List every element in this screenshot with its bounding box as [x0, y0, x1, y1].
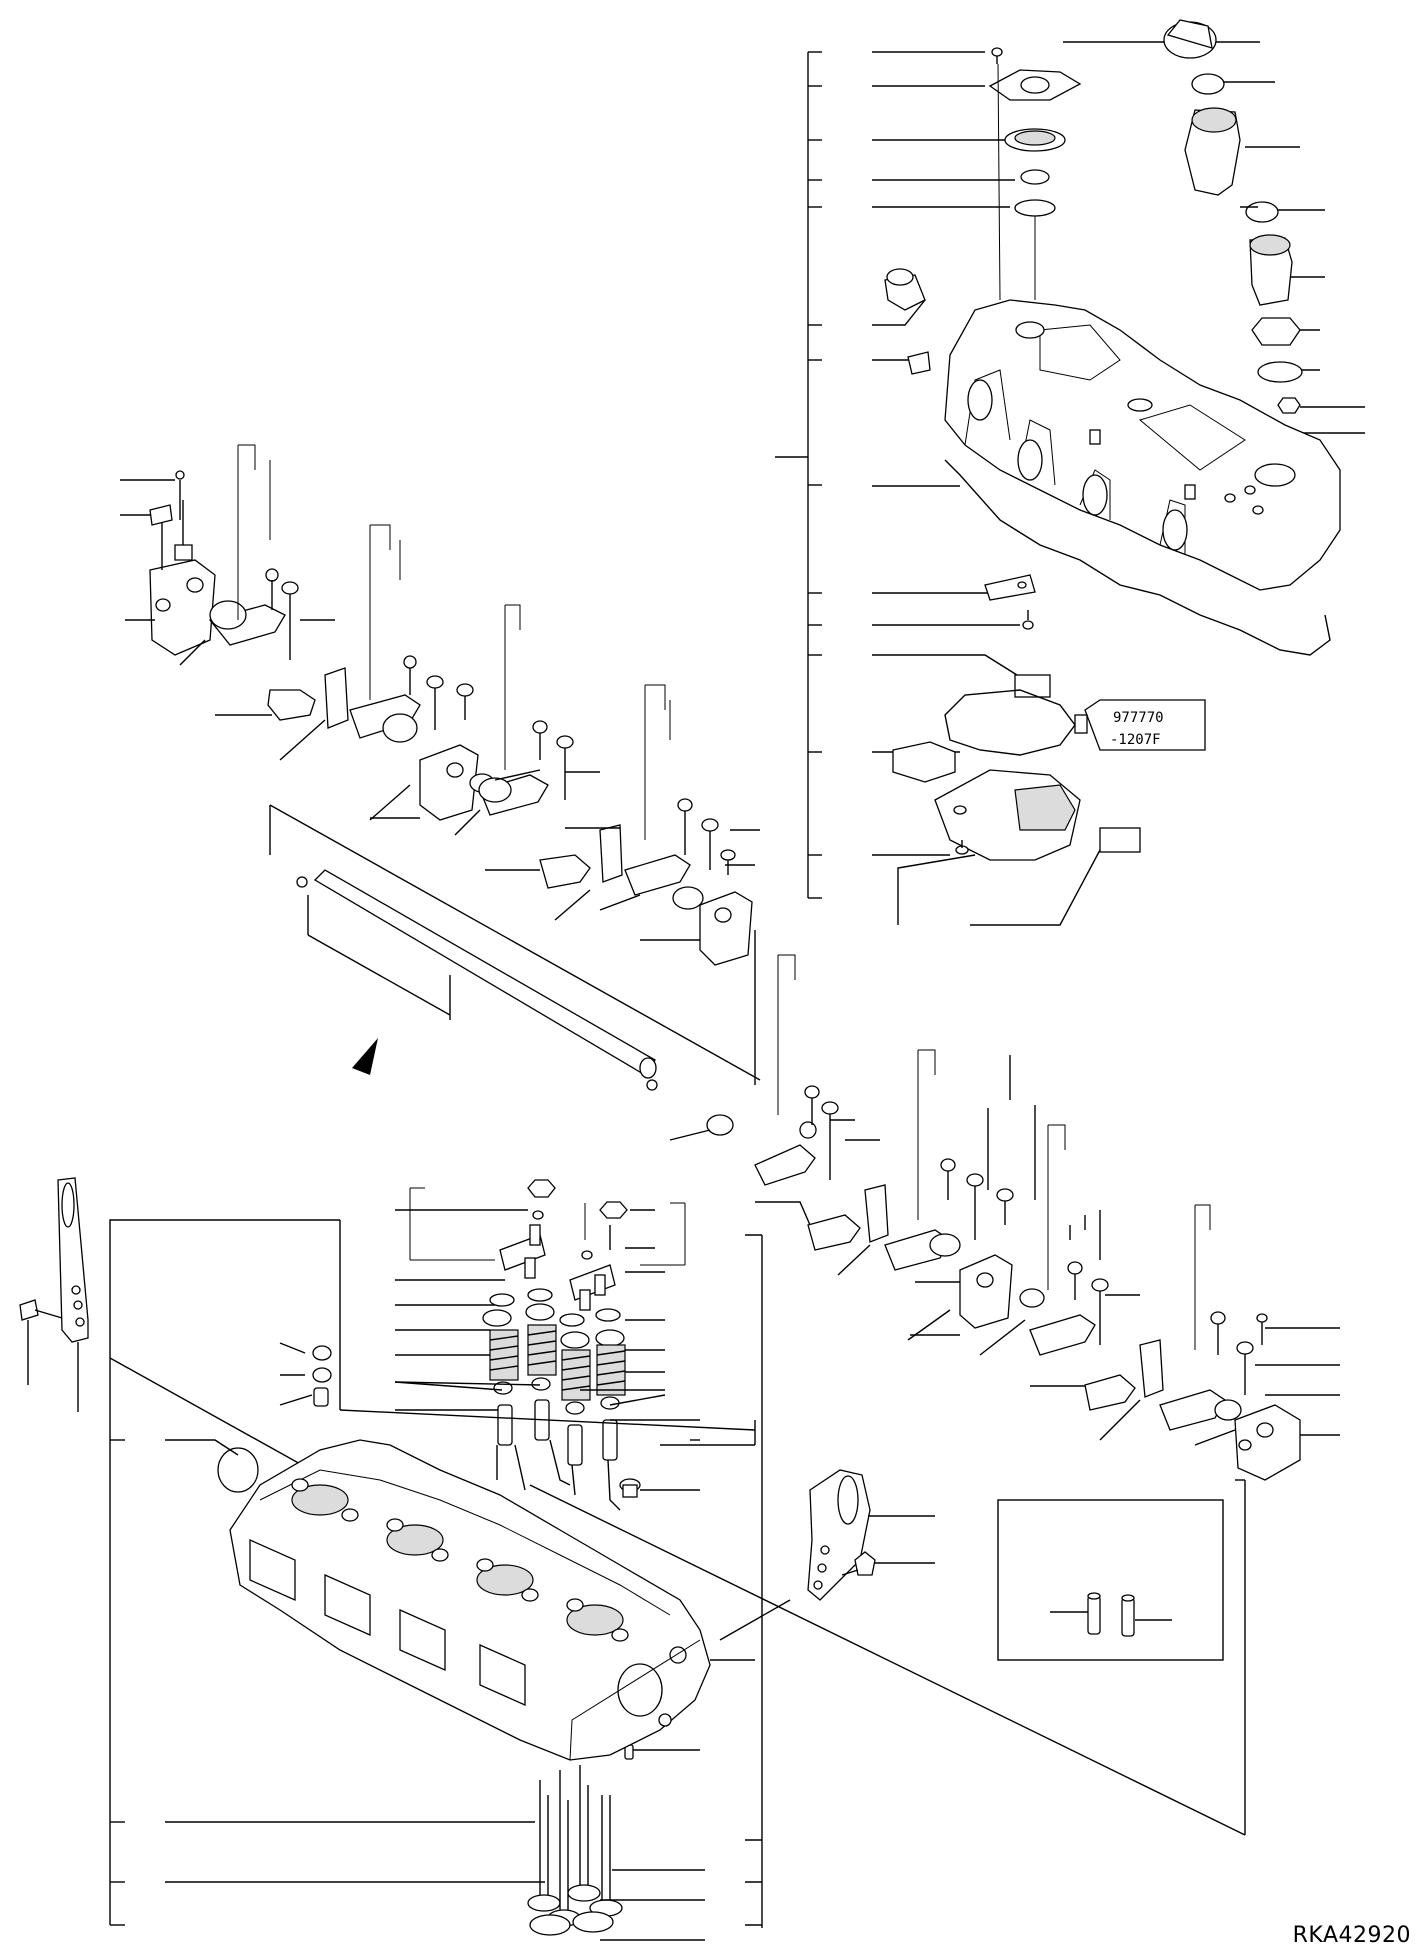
spring-plate-1: [324, 667, 349, 729]
breather-plate: [988, 69, 1082, 101]
stem-seals: [493, 1377, 620, 1415]
rocker-arm-5: [754, 1085, 839, 1186]
small-seal-block: [1099, 827, 1141, 853]
valve-bridge-a: [499, 1224, 546, 1279]
rocker-link-5: [807, 1214, 861, 1251]
stud-6: [940, 1158, 1014, 1240]
sealant-tube-text-line2: -1207F: [1110, 732, 1161, 748]
plate-screw: [955, 840, 969, 855]
rocker-arm-8: [1159, 1389, 1242, 1431]
spring-plate-3: [599, 824, 623, 883]
valve-guides: [497, 1399, 618, 1466]
lifting-eye-right: [807, 1469, 935, 1601]
valve-cap-nut-a: [527, 1179, 556, 1220]
washer-6: [1019, 1288, 1045, 1308]
assembly-guide-line: [529, 1484, 1246, 1836]
cover-bolt: [1022, 610, 1034, 630]
head-cover-body: [944, 299, 1341, 591]
spring-retainers: [482, 1288, 625, 1349]
adjust-screw-1: [265, 568, 279, 610]
breather-ring: [1014, 199, 1056, 217]
lifting-eye-bolt-left: [19, 1299, 63, 1321]
head-cover-group: 977770 -1207F: [775, 19, 1365, 926]
lifting-eye-left: [57, 1177, 89, 1343]
rocker-support-left: [149, 500, 216, 656]
dowel-pin: [624, 1744, 700, 1760]
cover-leader-ticks: [775, 51, 822, 899]
rocker-shaft: [296, 869, 658, 1091]
sealant-tube: 977770 -1207F: [1074, 699, 1206, 751]
rocker-arm-4: [624, 854, 704, 910]
sealant-tube-text-line1: 977770: [1113, 710, 1164, 726]
rocker-arm-1: [208, 600, 286, 646]
stud-7: [1067, 1261, 1109, 1345]
rocker-link-7: [1084, 1374, 1136, 1411]
stud-3: [532, 720, 574, 800]
head-group-frame: [109, 1219, 340, 1925]
rocker-link-3: [539, 854, 591, 889]
cylinder-head-block: [229, 1439, 711, 1761]
valve-springs: [489, 1324, 626, 1401]
filler-o-ring-1: [1191, 73, 1225, 95]
rocker-assembly: [120, 444, 1211, 1350]
rocker-stud-1: [281, 581, 299, 660]
head-cover-gasket: [944, 459, 1331, 656]
inset-box: [997, 1499, 1224, 1661]
cover-bracket: [984, 574, 1036, 601]
valve-bridge-b: [569, 1264, 616, 1311]
cover-screw: [991, 47, 1003, 64]
rocker-arm-2: [349, 694, 421, 743]
cover-leaders: [872, 41, 1365, 926]
valve-leaders-bottom: [110, 1765, 762, 1941]
stud-4: [677, 798, 736, 875]
rocker-assembly-right: [754, 1055, 1340, 1835]
seal-block: [892, 741, 956, 783]
spring-plate-5: [864, 1184, 889, 1243]
breather-cover-plate: [934, 769, 1081, 861]
right-leaders: [755, 1055, 1340, 1446]
valve-3: [567, 1785, 601, 1902]
filler-o-ring-2: [1245, 201, 1279, 223]
washer-4: [706, 1114, 734, 1136]
stud-8: [1210, 1311, 1268, 1395]
filler-adapter: [1249, 234, 1293, 306]
filler-nut: [1251, 317, 1301, 346]
rocker-bolt-left: [149, 504, 173, 570]
rocker-arm-6: [884, 1229, 961, 1271]
cover-plug-2: [907, 351, 931, 375]
rocker-link-1: [267, 689, 316, 721]
direction-arrow: [352, 1038, 378, 1075]
valve-leaders: [279, 1209, 756, 1511]
core-plug: [165, 1439, 259, 1493]
rocker-arm-3: [478, 774, 549, 816]
rocker-support-4: [699, 891, 753, 966]
rocker-arm-7: [1029, 1314, 1096, 1356]
valve-1: [527, 1795, 561, 1912]
cover-plug-1: [884, 268, 926, 311]
rocker-leaders: [120, 479, 760, 1141]
gasket-loop: [944, 689, 1076, 756]
rocker-support-2: [419, 744, 479, 821]
plug-small: [619, 1478, 700, 1498]
valves: [527, 1785, 623, 1936]
rocker-support-right: [1234, 1404, 1301, 1481]
oil-filler-cap: [1163, 19, 1217, 59]
breather-spring: [1020, 169, 1050, 185]
small-sleeve: [313, 1387, 329, 1407]
small-o-ring-2: [312, 1367, 332, 1383]
breather-diaphragm: [1004, 128, 1066, 152]
diagram-code: RKA42920: [1292, 1923, 1411, 1948]
lifting-eye-bolt-right: [841, 1551, 935, 1576]
filler-neck: [1184, 107, 1241, 196]
small-o-ring-1: [312, 1345, 332, 1361]
filler-o-ring-3: [1257, 361, 1303, 383]
valve-cap-nut-b: [581, 1201, 628, 1260]
rocker-support-6: [959, 1254, 1013, 1329]
gasket-piece: [1014, 674, 1051, 698]
spring-plate-7: [1139, 1339, 1164, 1398]
cylinder-head-group: [19, 1177, 763, 1941]
stud-2: [403, 655, 474, 730]
